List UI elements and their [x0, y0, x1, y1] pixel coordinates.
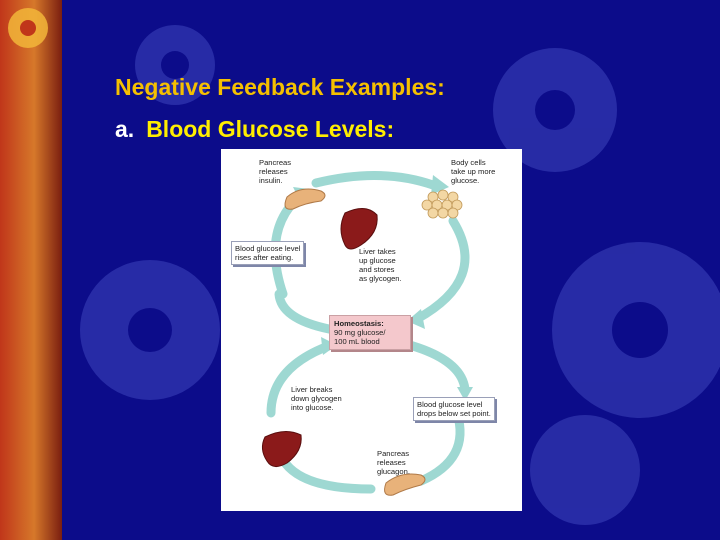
body-cells-icon — [421, 189, 463, 219]
liver-icon — [261, 431, 302, 467]
arrow-homeostasis-to-rise — [274, 289, 334, 334]
pancreas-icon — [384, 473, 426, 496]
gear-shape — [530, 415, 640, 525]
label-pancreas-glucagon: Pancreas releases glucagon. — [377, 449, 410, 476]
arrow-liver-to-homeostasis — [266, 340, 336, 418]
feedback-cycle-graphic — [261, 170, 473, 496]
label-glucose-rises: Blood glucose level rises after eating. — [231, 241, 305, 265]
arrowhead — [431, 175, 449, 195]
label-body-cells: Body cells take up more glucose. — [451, 158, 496, 185]
left-decorative-bar — [0, 0, 62, 540]
homeostasis-box: Homeostasis: 90 mg glucose/ 100 mL blood — [329, 315, 411, 350]
arrow-insulin-to-cells — [311, 170, 438, 190]
arrowhead — [407, 309, 425, 329]
list-marker: a. — [115, 116, 135, 142]
homeostasis-value: 90 mg glucose/ 100 mL blood — [334, 328, 386, 346]
subtitle-text: Blood Glucose Levels: — [146, 116, 395, 142]
arrowhead — [457, 387, 473, 401]
label-glucose-drops: Blood glucose level drops below set poin… — [413, 397, 495, 421]
label-liver-stores: Liver takes up glucose and stores as gly… — [359, 247, 402, 283]
liver-icon — [340, 208, 378, 250]
label-liver-breaks-down: Liver breaks down glycogen into glucose. — [291, 385, 342, 412]
pancreas-icon — [284, 188, 326, 210]
glucose-feedback-diagram: Pancreas releases insulin. Body cells ta… — [221, 149, 522, 511]
arrow-drop-to-glucagon — [416, 408, 465, 486]
slide-subtitle: a. Blood Glucose Levels: — [115, 116, 394, 143]
slide-title: Negative Feedback Examples: — [115, 74, 445, 100]
homeostasis-title: Homeostasis: — [334, 319, 384, 328]
arrow-homeostasis-to-drop-down — [401, 339, 470, 394]
arrow-cells-to-homeostasis — [412, 216, 470, 324]
label-pancreas-insulin: Pancreas releases insulin. — [259, 158, 292, 185]
